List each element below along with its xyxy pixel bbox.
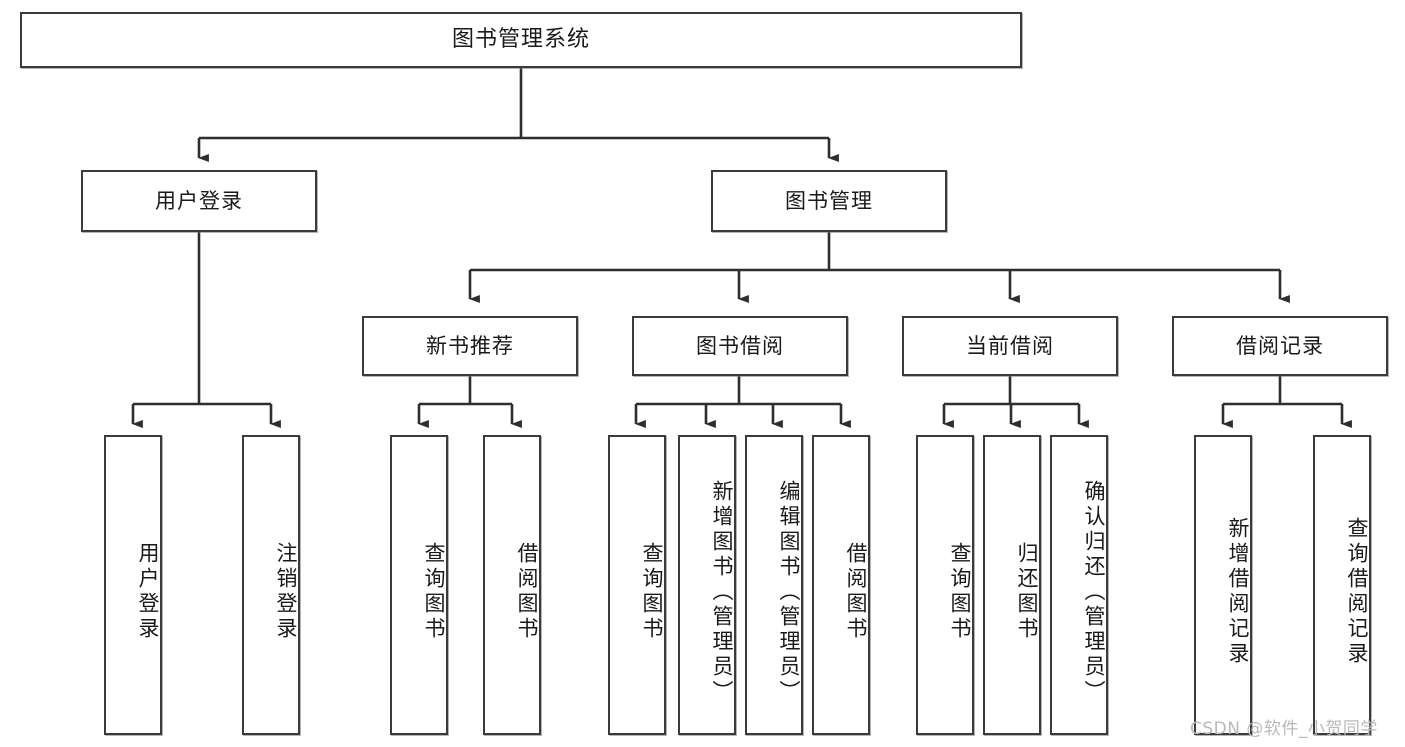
leaf-book-borrow-borrow[interactable]: 借阅图书 <box>812 435 870 735</box>
node-label: 借阅记录 <box>1236 333 1324 358</box>
node-label: 注销登录 <box>274 542 298 642</box>
leaf-current-borrow-query[interactable]: 查询图书 <box>916 435 974 735</box>
node-label: 借阅图书 <box>844 542 868 642</box>
node-label: 编辑图书（管理员） <box>777 479 801 705</box>
leaf-current-borrow-return[interactable]: 归还图书 <box>983 435 1041 735</box>
leaf-user-login-login[interactable]: 用户登录 <box>104 435 162 735</box>
node-root-system[interactable]: 图书管理系统 <box>20 12 1022 68</box>
node-current-borrow[interactable]: 当前借阅 <box>902 316 1118 376</box>
node-new-book-recommend[interactable]: 新书推荐 <box>362 316 578 376</box>
leaf-new-book-borrow[interactable]: 借阅图书 <box>483 435 541 735</box>
leaf-user-login-logout[interactable]: 注销登录 <box>242 435 300 735</box>
leaf-borrow-record-add[interactable]: 新增借阅记录 <box>1194 435 1252 735</box>
node-user-login[interactable]: 用户登录 <box>81 170 317 232</box>
node-label: 查询图书 <box>422 542 446 642</box>
leaf-book-borrow-add[interactable]: 新增图书（管理员） <box>678 435 736 735</box>
node-label: 用户登录 <box>155 188 243 213</box>
node-label: 新书推荐 <box>426 333 514 358</box>
node-label: 用户登录 <box>136 542 160 642</box>
node-label: 确认归还（管理员） <box>1082 479 1106 705</box>
node-label: 新增图书（管理员） <box>710 479 734 705</box>
csdn-watermark: CSDN @软件_小贺同学 <box>1190 719 1378 739</box>
node-label: 当前借阅 <box>966 333 1054 358</box>
node-label: 查询借阅记录 <box>1345 517 1369 667</box>
node-borrow-record[interactable]: 借阅记录 <box>1172 316 1388 376</box>
leaf-current-borrow-confirm-return[interactable]: 确认归还（管理员） <box>1050 435 1108 735</box>
node-book-management[interactable]: 图书管理 <box>711 170 947 232</box>
node-label: 归还图书 <box>1015 542 1039 642</box>
node-book-borrow[interactable]: 图书借阅 <box>632 316 848 376</box>
leaf-borrow-record-query[interactable]: 查询借阅记录 <box>1313 435 1371 735</box>
leaf-book-borrow-query[interactable]: 查询图书 <box>608 435 666 735</box>
node-label: 查询图书 <box>640 542 664 642</box>
node-label: 图书管理系统 <box>451 27 590 53</box>
node-label: 借阅图书 <box>515 542 539 642</box>
node-label: 查询图书 <box>948 542 972 642</box>
node-label: 新增借阅记录 <box>1226 517 1250 667</box>
node-label: 图书管理 <box>785 188 873 213</box>
leaf-book-borrow-edit[interactable]: 编辑图书（管理员） <box>745 435 803 735</box>
leaf-new-book-query[interactable]: 查询图书 <box>390 435 448 735</box>
node-label: 图书借阅 <box>696 333 784 358</box>
